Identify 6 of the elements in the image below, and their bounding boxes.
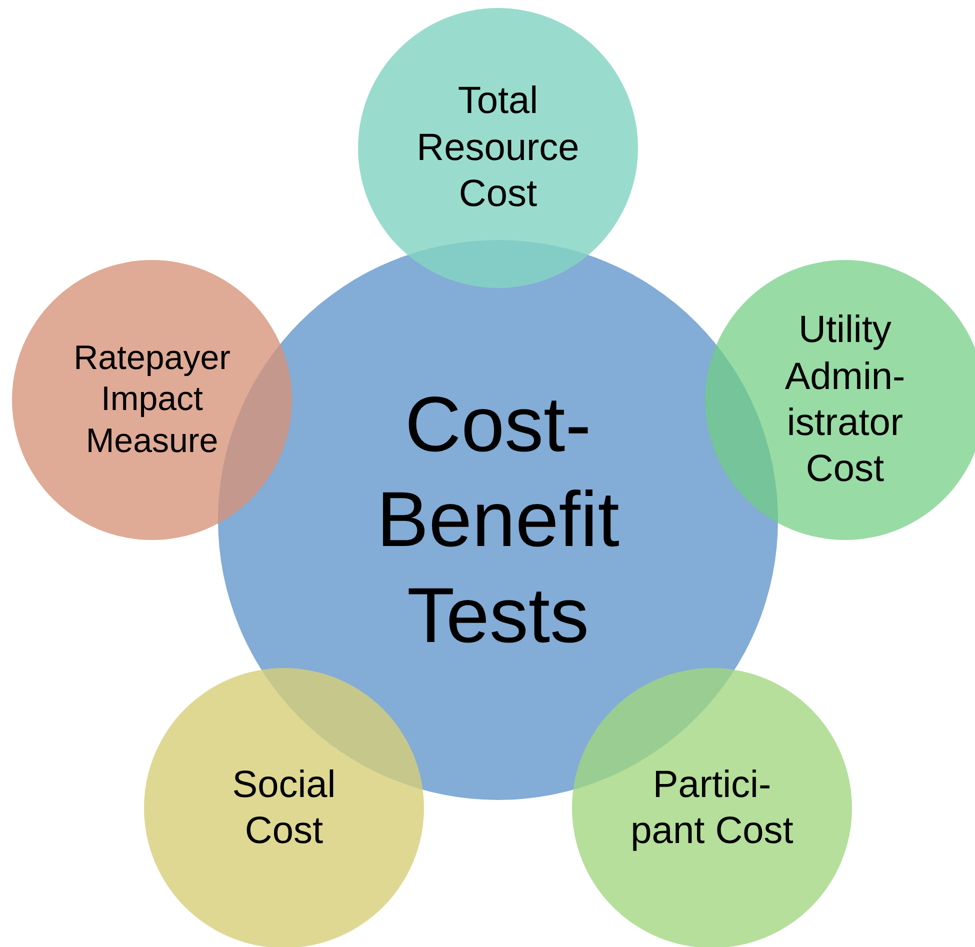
circle-label: Utility Admin- istrator Cost — [784, 308, 906, 492]
circle-label: Partici- pant Cost — [630, 762, 794, 854]
center-label: Cost- Benefit Tests — [376, 379, 620, 661]
circle-label: Ratepayer Impact Measure — [72, 338, 232, 462]
circle-label: Social Cost — [231, 762, 337, 854]
circle-label: Total Resource Cost — [416, 79, 580, 218]
